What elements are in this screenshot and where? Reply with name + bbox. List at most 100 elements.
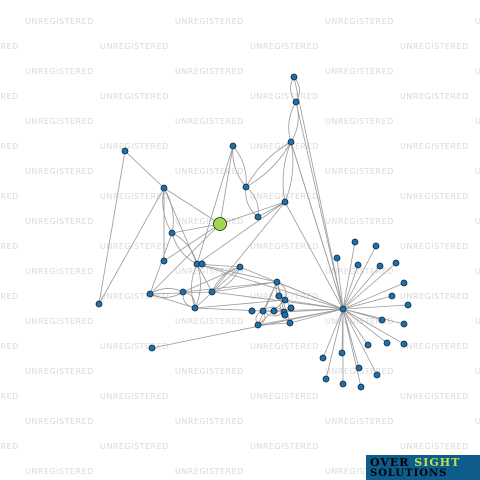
watermark-text: UNREGISTERED bbox=[475, 17, 480, 26]
watermark-text: UNREGISTERED bbox=[0, 142, 19, 151]
watermark-text: UNREGISTERED bbox=[250, 92, 319, 101]
watermark-text: UNREGISTERED bbox=[100, 392, 169, 401]
watermark-text: UNREGISTERED bbox=[475, 317, 480, 326]
focus-node[interactable] bbox=[213, 217, 227, 231]
network-node[interactable] bbox=[146, 290, 154, 298]
network-node[interactable] bbox=[168, 229, 176, 237]
edge bbox=[342, 265, 381, 310]
edge bbox=[342, 308, 405, 325]
edge bbox=[342, 264, 359, 310]
edge bbox=[163, 223, 221, 262]
network-node[interactable] bbox=[400, 320, 408, 328]
network-node[interactable] bbox=[275, 292, 283, 300]
edge bbox=[149, 293, 196, 309]
network-node[interactable] bbox=[290, 73, 298, 81]
network-node[interactable] bbox=[198, 260, 206, 268]
network-node[interactable] bbox=[319, 354, 327, 362]
network-node[interactable] bbox=[242, 183, 250, 191]
network-node[interactable] bbox=[95, 300, 103, 308]
network-node[interactable] bbox=[148, 344, 156, 352]
network-node[interactable] bbox=[373, 371, 381, 379]
edge bbox=[196, 263, 278, 283]
network-node[interactable] bbox=[355, 364, 363, 372]
watermark-text: UNREGISTERED bbox=[475, 267, 480, 276]
network-node[interactable] bbox=[376, 262, 384, 270]
network-node[interactable] bbox=[286, 319, 294, 327]
edge bbox=[245, 141, 292, 188]
network-node[interactable] bbox=[400, 279, 408, 287]
network-node[interactable] bbox=[357, 383, 365, 391]
network-node[interactable] bbox=[208, 288, 216, 296]
network-node[interactable] bbox=[392, 259, 400, 267]
network-node[interactable] bbox=[191, 304, 199, 312]
edge bbox=[151, 308, 344, 349]
edge bbox=[284, 201, 344, 310]
network-node[interactable] bbox=[259, 307, 267, 315]
network-node[interactable] bbox=[121, 147, 129, 155]
network-node[interactable] bbox=[351, 238, 359, 246]
watermark-text: UNREGISTERED bbox=[175, 367, 244, 376]
network-node[interactable] bbox=[254, 321, 262, 329]
network-node[interactable] bbox=[160, 257, 168, 265]
network-node[interactable] bbox=[270, 307, 278, 315]
watermark-text: UNREGISTERED bbox=[0, 192, 19, 201]
edge bbox=[342, 295, 393, 310]
network-node[interactable] bbox=[339, 305, 347, 313]
network-node[interactable] bbox=[322, 375, 330, 383]
edge bbox=[257, 281, 278, 326]
edge bbox=[325, 308, 344, 380]
logo-word-over: OVER bbox=[370, 456, 410, 469]
edge bbox=[196, 201, 286, 265]
watermark-text: UNREGISTERED bbox=[475, 417, 480, 426]
edge bbox=[182, 281, 278, 293]
network-node[interactable] bbox=[281, 198, 289, 206]
network-node[interactable] bbox=[292, 98, 300, 106]
watermark-text: UNREGISTERED bbox=[175, 417, 244, 426]
watermark-text: UNREGISTERED bbox=[400, 392, 469, 401]
network-node[interactable] bbox=[388, 292, 396, 300]
edge bbox=[194, 299, 286, 309]
network-node[interactable] bbox=[248, 307, 256, 315]
network-node[interactable] bbox=[281, 296, 289, 304]
edge bbox=[289, 308, 344, 324]
network-node[interactable] bbox=[287, 304, 295, 312]
edge bbox=[342, 304, 409, 310]
logo-word-sight: SIGHT bbox=[414, 456, 461, 469]
network-node[interactable] bbox=[338, 349, 346, 357]
watermark-text: UNREGISTERED bbox=[475, 117, 480, 126]
edge bbox=[276, 281, 344, 310]
network-node[interactable] bbox=[378, 316, 386, 324]
edge bbox=[171, 232, 198, 265]
watermark-text: UNREGISTERED bbox=[25, 217, 94, 226]
network-node[interactable] bbox=[273, 278, 281, 286]
network-node[interactable] bbox=[400, 340, 408, 348]
network-node[interactable] bbox=[364, 341, 372, 349]
network-node[interactable] bbox=[287, 138, 295, 146]
edge bbox=[342, 308, 362, 388]
watermark-text: UNREGISTERED bbox=[325, 117, 394, 126]
edge bbox=[342, 245, 377, 310]
edge bbox=[194, 263, 201, 309]
network-node[interactable] bbox=[236, 263, 244, 271]
edge-layer bbox=[98, 76, 409, 388]
network-node[interactable] bbox=[333, 254, 341, 262]
network-node[interactable] bbox=[179, 288, 187, 296]
edge bbox=[232, 145, 247, 188]
network-node[interactable] bbox=[404, 301, 412, 309]
edge bbox=[196, 263, 344, 310]
network-node[interactable] bbox=[372, 242, 380, 250]
network-node[interactable] bbox=[383, 339, 391, 347]
network-node[interactable] bbox=[160, 184, 168, 192]
watermark-text: UNREGISTERED bbox=[25, 317, 94, 326]
network-node[interactable] bbox=[339, 380, 347, 388]
network-node[interactable] bbox=[354, 261, 362, 269]
watermark-text: UNREGISTERED bbox=[0, 92, 19, 101]
edge bbox=[322, 308, 344, 359]
edge bbox=[295, 101, 344, 310]
network-node[interactable] bbox=[281, 311, 289, 319]
network-node[interactable] bbox=[229, 142, 237, 150]
watermark-text: UNREGISTERED bbox=[0, 292, 19, 301]
watermark-text: UNREGISTERED bbox=[25, 467, 94, 476]
network-node[interactable] bbox=[254, 213, 262, 221]
watermark-text: UNREGISTERED bbox=[100, 92, 169, 101]
